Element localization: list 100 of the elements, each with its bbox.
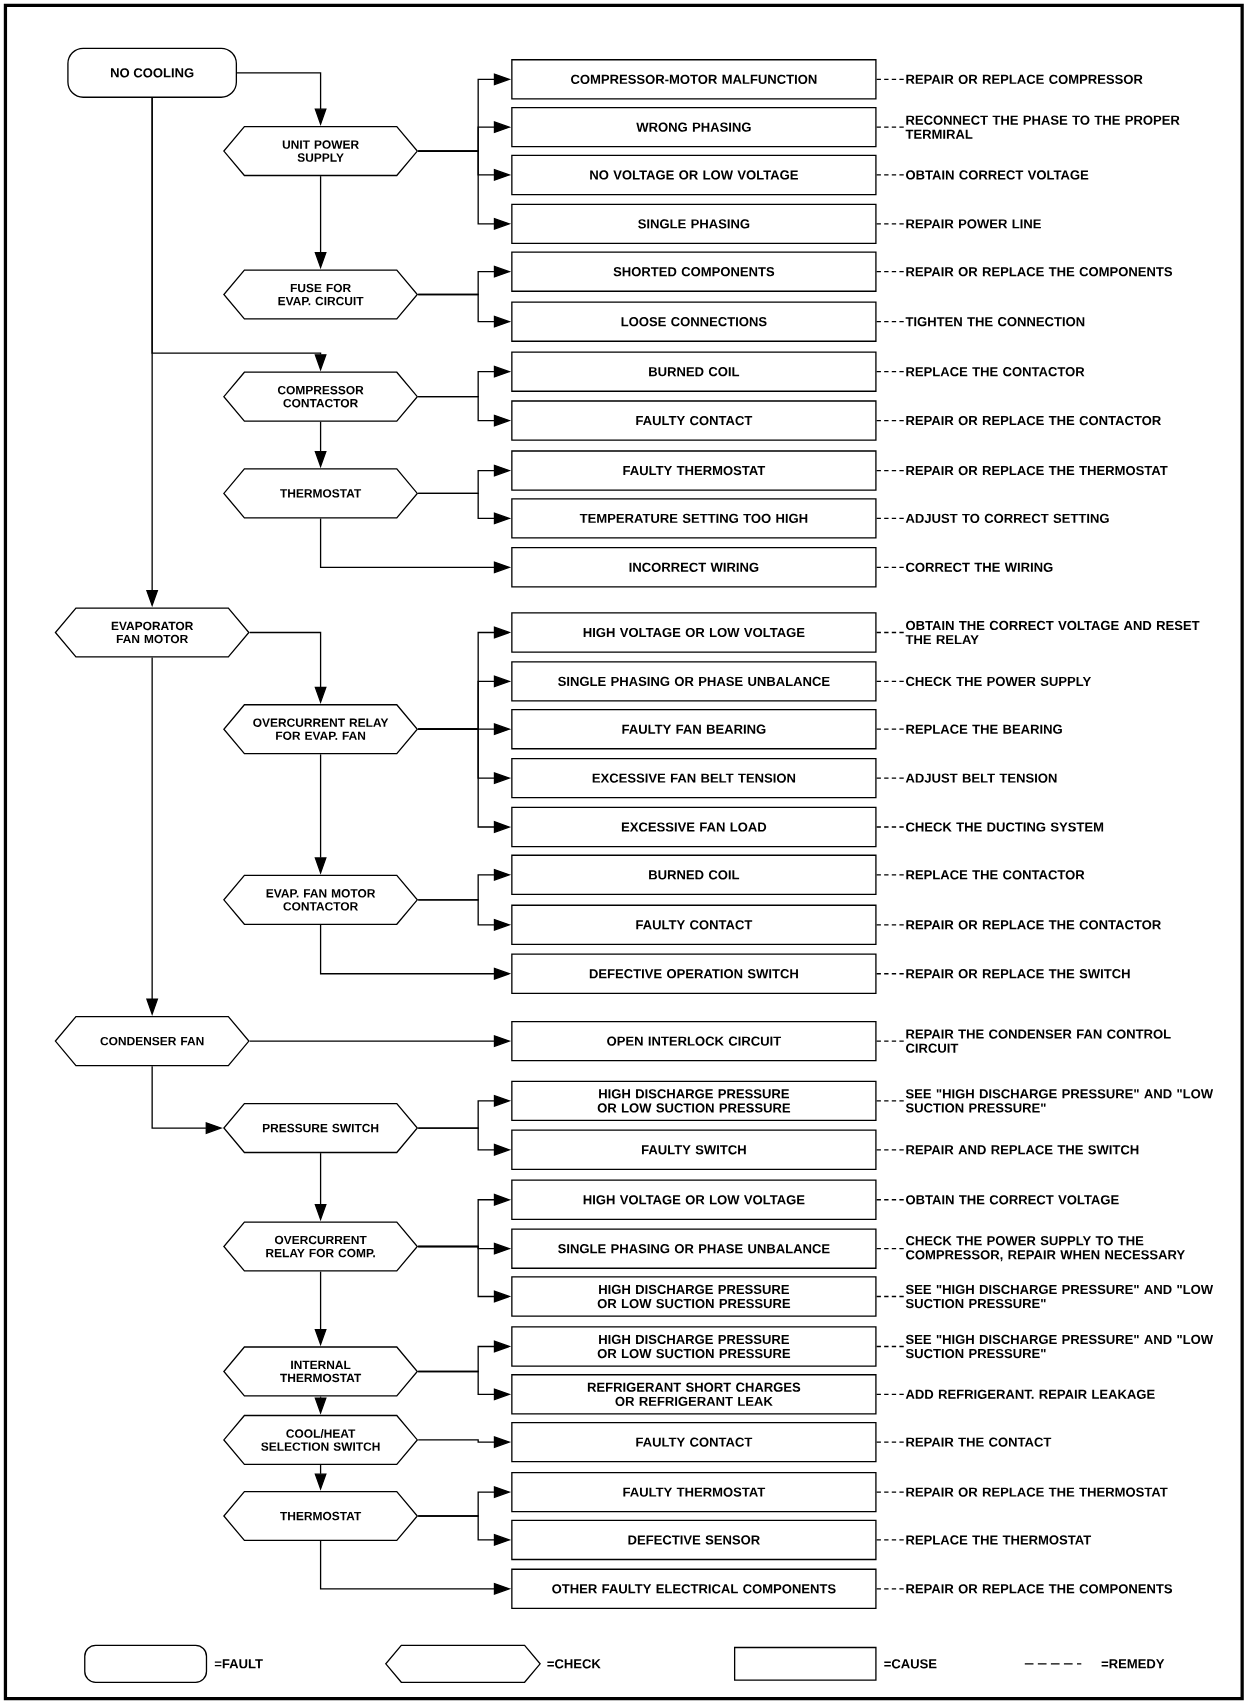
dashed-connector bbox=[876, 1149, 905, 1151]
cause-box: EXCESSIVE FAN BELT TENSION bbox=[511, 757, 877, 799]
remedy-text: REPLACE THE CONTACTOR bbox=[906, 870, 1085, 880]
cause-box: HIGH DISCHARGE PRESSURE OR LOW SUCTION PRESSURE bbox=[511, 1326, 877, 1367]
dashed-connector bbox=[876, 680, 905, 683]
remedy-text: ADJUST BELT TENSION bbox=[905, 773, 1057, 783]
remedy-text: TIGHTEN THE CONNECTION bbox=[905, 317, 1085, 327]
cause-box: OPEN INTERLOCK CIRCUIT bbox=[511, 1020, 877, 1062]
check-hexagon: OVERCURRENT RELAY FOR COMP. bbox=[223, 1221, 419, 1272]
cause-box: NO VOLTAGE OR LOW VOLTAGE bbox=[511, 154, 877, 196]
check-hexagon: THERMOSTAT bbox=[223, 1490, 419, 1542]
legend-entry: =CAUSE bbox=[734, 1646, 937, 1681]
remedy-text: OBTAIN THE CORRECT VOLTAGE AND RESET THE RELAY bbox=[905, 620, 1200, 645]
legend-entry: =CHECK bbox=[385, 1644, 601, 1683]
remedy-text: REPAIR OR REPLACE THE CONTACTOR bbox=[906, 920, 1162, 930]
check-hexagon: INTERNAL THERMOSTAT bbox=[223, 1346, 419, 1397]
check-hexagon: COMPRESSOR CONTACTOR bbox=[223, 371, 419, 422]
dashed-connector bbox=[876, 469, 905, 472]
remedy-text: REPLACE THE CONTACTOR bbox=[906, 367, 1085, 377]
cause-box: HIGH DISCHARGE PRESSURE OR LOW SUCTION PRESSURE bbox=[511, 1276, 877, 1317]
remedy-text: ADD REFRIGERANT. REPAIR LEAKAGE bbox=[905, 1389, 1155, 1399]
cause-box: FAULTY FAN BEARING bbox=[511, 709, 877, 750]
remedy-text: REPAIR OR REPLACE COMPRESSOR bbox=[906, 74, 1143, 84]
remedy-text: REPAIR OR REPLACE THE THERMOSTAT bbox=[906, 465, 1168, 476]
dashed-connector bbox=[876, 826, 905, 828]
legend-entry: =REMEDY bbox=[1024, 1659, 1165, 1669]
cause-box: HIGH VOLTAGE OR LOW VOLTAGE bbox=[511, 1179, 877, 1220]
remedy-text: REPAIR OR REPLACE THE THERMOSTAT bbox=[906, 1487, 1168, 1497]
dashed-connector bbox=[876, 419, 905, 422]
check-hexagon: UNIT POWER SUPPLY bbox=[223, 125, 419, 177]
remedy-text: CORRECT THE WIRING bbox=[906, 562, 1053, 572]
remedy-text: OBTAIN THE CORRECT VOLTAGE bbox=[906, 1195, 1119, 1205]
cause-box: FAULTY CONTACT bbox=[511, 400, 877, 441]
dashed-connector bbox=[876, 126, 905, 128]
dashed-connector bbox=[876, 1199, 905, 1201]
cause-box: SINGLE PHASING OR PHASE UNBALANCE bbox=[511, 1228, 877, 1269]
cause-box: FAULTY CONTACT bbox=[511, 904, 877, 946]
dashed-connector bbox=[876, 271, 905, 273]
cause-box: OTHER FAULTY ELECTRICAL COMPONENTS bbox=[511, 1568, 877, 1610]
dashed-connector bbox=[876, 1040, 905, 1042]
cause-box: TEMPERATURE SETTING TOO HIGH bbox=[511, 498, 877, 539]
remedy-text: REPAIR OR REPLACE THE CONTACTOR bbox=[906, 415, 1162, 426]
cause-box: FAULTY SWITCH bbox=[511, 1129, 877, 1170]
dashed-connector bbox=[876, 1295, 905, 1298]
fault-box: NO COOLING bbox=[67, 47, 238, 98]
dashed-connector bbox=[876, 78, 905, 80]
dashed-connector bbox=[876, 371, 905, 373]
check-hexagon: PRESSURE SWITCH bbox=[223, 1102, 419, 1154]
remedy-text: OBTAIN CORRECT VOLTAGE bbox=[906, 170, 1089, 180]
cause-box: DEFECTIVE SENSOR bbox=[511, 1519, 877, 1561]
remedy-text: REPAIR AND REPLACE THE SWITCH bbox=[906, 1145, 1139, 1155]
cause-box: INCORRECT WIRING bbox=[511, 547, 877, 588]
cause-box: COMPRESSOR-MOTOR MALFUNCTION bbox=[511, 59, 877, 100]
remedy-text: REPAIR POWER LINE bbox=[906, 219, 1042, 229]
remedy-text: REPLACE THE THERMOSTAT bbox=[906, 1535, 1092, 1545]
dashed-connector bbox=[876, 1539, 905, 1541]
cause-box: REFRIGERANT SHORT CHARGES OR REFRIGERANT LEAK bbox=[511, 1374, 877, 1415]
dashed-connector bbox=[876, 1491, 905, 1493]
cause-box: FAULTY CONTACT bbox=[511, 1421, 877, 1463]
dashed-connector bbox=[876, 631, 905, 634]
dashed-connector bbox=[876, 1345, 905, 1348]
cause-box: BURNED COIL bbox=[511, 351, 877, 392]
remedy-text: REPAIR OR REPLACE THE SWITCH bbox=[906, 969, 1130, 979]
cause-box: BURNED COIL bbox=[511, 854, 877, 896]
check-hexagon: THERMOSTAT bbox=[223, 468, 419, 519]
check-hexagon: CONDENSER FAN bbox=[54, 1016, 250, 1067]
cause-box: HIGH DISCHARGE PRESSURE OR LOW SUCTION PRESSURE bbox=[511, 1080, 877, 1122]
dashed-connector bbox=[876, 566, 905, 568]
legend-entry: =FAULT bbox=[84, 1644, 263, 1683]
dashed-connector bbox=[876, 1100, 905, 1102]
remedy-text: REPAIR THE CONTACT bbox=[906, 1437, 1052, 1447]
dashed-connector bbox=[876, 924, 905, 926]
remedy-text: REPAIR OR REPLACE THE COMPONENTS bbox=[906, 267, 1173, 277]
cause-box: HIGH VOLTAGE OR LOW VOLTAGE bbox=[511, 612, 877, 653]
remedy-text: CHECK THE POWER SUPPLY TO THE COMPRESSOR, REPAIR WHEN NECESSARY bbox=[906, 1236, 1186, 1262]
check-hexagon: FUSE FOR EVAP. CIRCUIT bbox=[223, 269, 419, 320]
remedy-text: REPAIR OR REPLACE THE COMPONENTS bbox=[906, 1584, 1173, 1594]
dashed-connector bbox=[876, 1588, 905, 1590]
remedy-text: SEE "HIGH DISCHARGE PRESSURE" AND "LOW SUCTION PRESSURE" bbox=[906, 1284, 1214, 1309]
check-hexagon: COOL/HEAT SELECTION SWITCH bbox=[223, 1414, 419, 1466]
cause-box: LOOSE CONNECTIONS bbox=[511, 301, 877, 342]
dashed-connector bbox=[876, 973, 905, 975]
cause-box: EXCESSIVE FAN LOAD bbox=[511, 806, 877, 848]
remedy-text: SEE "HIGH DISCHARGE PRESSURE" AND "LOW SUCTION PRESSURE" bbox=[906, 1089, 1214, 1113]
remedy-text: REPLACE THE BEARING bbox=[906, 724, 1063, 734]
remedy-text: SEE "HIGH DISCHARGE PRESSURE" AND "LOW SUCTION PRESSURE" bbox=[906, 1334, 1214, 1359]
dashed-connector bbox=[876, 174, 905, 176]
dashed-connector bbox=[876, 728, 905, 730]
remedy-text: CHECK THE POWER SUPPLY bbox=[906, 676, 1092, 686]
dashed-connector bbox=[876, 874, 905, 876]
dashed-connector bbox=[876, 321, 905, 323]
dashed-connector bbox=[876, 223, 905, 225]
dashed-connector bbox=[876, 1441, 905, 1443]
remedy-text: ADJUST TO CORRECT SETTING bbox=[905, 513, 1109, 523]
remedy-text: RECONNECT THE PHASE TO THE PROPER TERMIRAL bbox=[905, 115, 1180, 139]
dashed-connector bbox=[876, 517, 905, 520]
cause-box: SINGLE PHASING OR PHASE UNBALANCE bbox=[511, 661, 877, 702]
dashed-connector bbox=[876, 777, 905, 779]
check-hexagon: OVERCURRENT RELAY FOR EVAP. FAN bbox=[223, 704, 419, 755]
cause-box: FAULTY THERMOSTAT bbox=[511, 450, 877, 491]
